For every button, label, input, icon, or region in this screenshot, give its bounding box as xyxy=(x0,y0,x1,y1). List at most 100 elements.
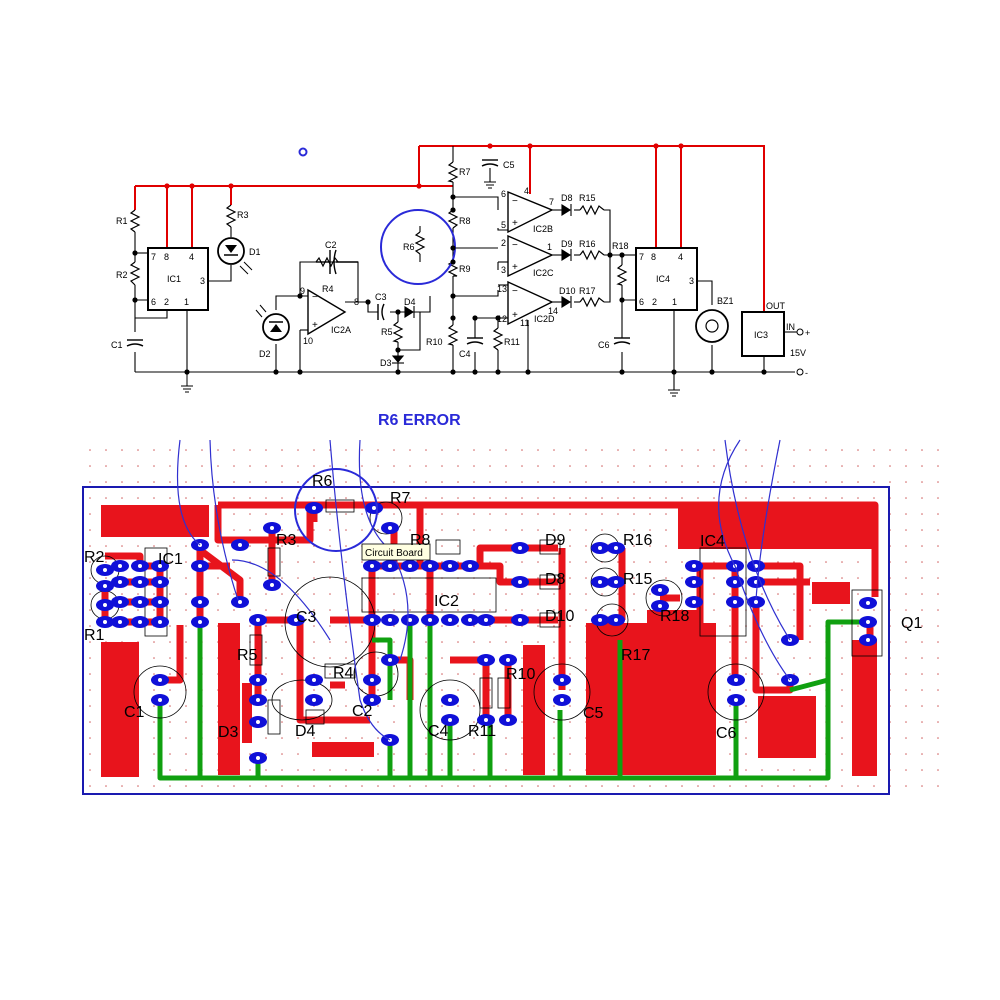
sch-label-r18: R18 xyxy=(612,241,629,251)
grid-dot xyxy=(89,689,91,691)
pcb-label-d3: D3 xyxy=(218,724,239,741)
grid-dot xyxy=(153,545,155,547)
grid-dot xyxy=(169,449,171,451)
grid-dot xyxy=(873,449,875,451)
grid-dot xyxy=(329,769,331,771)
grid-dot xyxy=(841,609,843,611)
grid-dot xyxy=(425,449,427,451)
grid-dot xyxy=(121,545,123,547)
grid-dot xyxy=(265,753,267,755)
pin-ic1-7: 7 xyxy=(151,252,156,262)
sch-label-ic2d: IC2D xyxy=(534,314,555,324)
grid-dot xyxy=(345,689,347,691)
grid-dot xyxy=(649,497,651,499)
grid-dot xyxy=(89,705,91,707)
grid-dot xyxy=(297,481,299,483)
pin-ic2d-13: 13 xyxy=(497,284,507,294)
grid-dot xyxy=(425,753,427,755)
pcb-pad-drill xyxy=(866,601,870,605)
pcb-label-c6: C6 xyxy=(716,725,737,742)
grid-dot xyxy=(841,465,843,467)
pcb-pad-drill xyxy=(388,618,392,622)
grid-dot xyxy=(921,625,923,627)
grid-dot xyxy=(649,593,651,595)
grid-dot xyxy=(153,769,155,771)
grid-dot xyxy=(361,769,363,771)
grid-dot xyxy=(329,481,331,483)
pcb-pad-drill xyxy=(118,564,122,568)
sch-label-d2: D2 xyxy=(259,349,271,359)
grid-dot xyxy=(521,497,523,499)
grid-dot xyxy=(377,769,379,771)
grid-dot xyxy=(361,785,363,787)
pin-ic4-3: 3 xyxy=(689,276,694,286)
grid-dot xyxy=(457,481,459,483)
grid-dot xyxy=(457,705,459,707)
sch-label-bz1: BZ1 xyxy=(717,296,734,306)
grid-dot xyxy=(313,481,315,483)
grid-dot xyxy=(393,465,395,467)
grid-dot xyxy=(761,497,763,499)
resistor-symbols xyxy=(129,161,628,351)
grid-dot xyxy=(825,577,827,579)
pcb-pad-drill xyxy=(560,698,564,702)
grid-dot xyxy=(921,721,923,723)
grid-dot xyxy=(457,753,459,755)
grid-dot xyxy=(265,449,267,451)
pcb-pad-drill xyxy=(256,720,260,724)
grid-dot xyxy=(889,465,891,467)
grid-dot xyxy=(217,785,219,787)
grid-dot xyxy=(457,513,459,515)
grid-dot xyxy=(473,689,475,691)
grid-dot xyxy=(793,657,795,659)
grid-dot xyxy=(569,673,571,675)
pcb-pad-drill xyxy=(734,678,738,682)
pin-ic2c-2: 2 xyxy=(501,238,506,248)
grid-dot xyxy=(553,641,555,643)
grid-dot xyxy=(905,721,907,723)
grid-dot xyxy=(697,465,699,467)
grid-dot xyxy=(489,465,491,467)
grid-dot xyxy=(937,449,939,451)
grid-dot xyxy=(505,625,507,627)
sch-label-c3: C3 xyxy=(375,292,387,302)
terminal-plus-label: + xyxy=(805,328,810,338)
grid-dot xyxy=(457,529,459,531)
grid-dot xyxy=(729,721,731,723)
grid-dot xyxy=(377,593,379,595)
grid-dot xyxy=(553,721,555,723)
grid-dot xyxy=(649,513,651,515)
grid-dot xyxy=(537,529,539,531)
grid-dot xyxy=(441,593,443,595)
pin-ic2b-4: 4 xyxy=(524,186,529,196)
grid-dot xyxy=(409,465,411,467)
grid-dot xyxy=(249,497,251,499)
grid-dot xyxy=(713,785,715,787)
grid-dot xyxy=(377,753,379,755)
grid-dot xyxy=(521,641,523,643)
grid-dot xyxy=(793,465,795,467)
pcb-pad-drill xyxy=(658,588,662,592)
junction-dots xyxy=(132,143,767,375)
grid-dot xyxy=(233,529,235,531)
grid-dot xyxy=(473,609,475,611)
grid-dot xyxy=(281,721,283,723)
grid-dot xyxy=(345,625,347,627)
grid-dot xyxy=(441,641,443,643)
grid-dot xyxy=(377,449,379,451)
pcb-label-c1: C1 xyxy=(124,704,145,721)
grid-dot xyxy=(569,561,571,563)
grid-dot xyxy=(857,465,859,467)
grid-dot xyxy=(809,481,811,483)
grid-dot xyxy=(729,481,731,483)
grid-dot xyxy=(841,449,843,451)
grid-dot xyxy=(473,705,475,707)
grid-dot xyxy=(393,481,395,483)
grid-dot xyxy=(761,449,763,451)
grid-dot xyxy=(777,609,779,611)
grid-dot xyxy=(201,481,203,483)
grid-dot xyxy=(169,625,171,627)
pcb-pad-drill xyxy=(692,600,696,604)
grid-dot xyxy=(553,705,555,707)
grid-dot xyxy=(505,737,507,739)
